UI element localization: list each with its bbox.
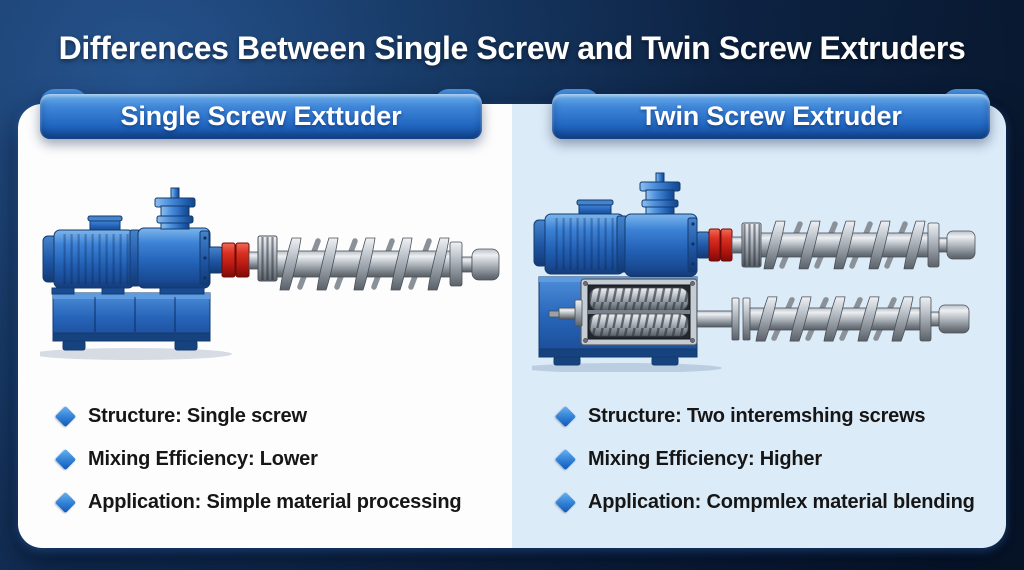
comparison-card: Structure: Single screw Mixing Efficienc… xyxy=(18,104,1006,548)
motor xyxy=(533,199,625,275)
panel-twin-screw: Structure: Two interemshing screws Mixin… xyxy=(512,104,1006,548)
list-item: Application: Simple material processing xyxy=(54,488,462,517)
bullet-text: Structure: Two interemshing screws xyxy=(588,405,926,427)
bullet-text: Mixing Efficiency: Lower xyxy=(88,448,318,470)
coupling xyxy=(221,242,250,278)
diamond-bullet-icon xyxy=(554,405,577,428)
drive-shaft xyxy=(731,236,743,254)
single-screw xyxy=(276,237,500,291)
panel-header-label: Single Screw Exttuder xyxy=(120,101,402,131)
panel-single-screw: Structure: Single screw Mixing Efficienc… xyxy=(18,104,512,548)
diamond-bullet-icon xyxy=(54,448,77,471)
diamond-bullet-icon xyxy=(554,448,577,471)
twin-screw-upper xyxy=(760,220,976,270)
barrel-stub-shaft xyxy=(548,299,583,327)
list-item: Mixing Efficiency: Higher xyxy=(554,445,975,474)
twin-screw-extruder-illustration xyxy=(532,172,976,372)
panel-header-label: Twin Screw Extruder xyxy=(640,101,902,131)
machine-shadow xyxy=(40,348,232,360)
single-screw-extruder-illustration xyxy=(40,187,500,360)
list-item: Mixing Efficiency: Lower xyxy=(54,445,461,474)
gear xyxy=(257,235,278,282)
feed-port xyxy=(154,187,196,230)
list-item: Structure: Two interemshing screws xyxy=(554,402,975,431)
bullet-text: Application: Simple material processing xyxy=(88,491,462,513)
coupling xyxy=(708,228,733,262)
ribbon-banner: Single Screw Exttuder xyxy=(40,94,482,139)
feature-list-single: Structure: Single screw Mixing Efficienc… xyxy=(54,402,462,531)
panel-header-twin-screw: Twin Screw Extruder xyxy=(552,89,990,139)
feature-list-twin: Structure: Two interemshing screws Mixin… xyxy=(554,402,975,531)
bullet-text: Structure: Single screw xyxy=(88,405,307,427)
twin-screw-lower xyxy=(696,296,970,342)
bullet-text: Application: Compmlex material blending xyxy=(588,491,975,513)
gearbox xyxy=(616,213,710,277)
bullet-text: Mixing Efficiency: Higher xyxy=(588,448,822,470)
motor xyxy=(42,215,135,295)
panel-header-single-screw: Single Screw Exttuder xyxy=(40,89,482,139)
diamond-bullet-icon xyxy=(54,405,77,428)
machine-base xyxy=(52,292,211,351)
gear xyxy=(741,222,762,268)
list-item: Application: Compmlex material blending xyxy=(554,488,975,517)
list-item: Structure: Single screw xyxy=(54,402,461,431)
feed-port xyxy=(639,172,681,215)
diamond-bullet-icon xyxy=(554,491,577,514)
twin-screw-barrel xyxy=(580,278,698,346)
ribbon-banner: Twin Screw Extruder xyxy=(552,94,990,139)
diamond-bullet-icon xyxy=(54,491,77,514)
gearbox xyxy=(129,227,223,295)
page-title: Differences Between Single Screw and Twi… xyxy=(58,30,966,66)
